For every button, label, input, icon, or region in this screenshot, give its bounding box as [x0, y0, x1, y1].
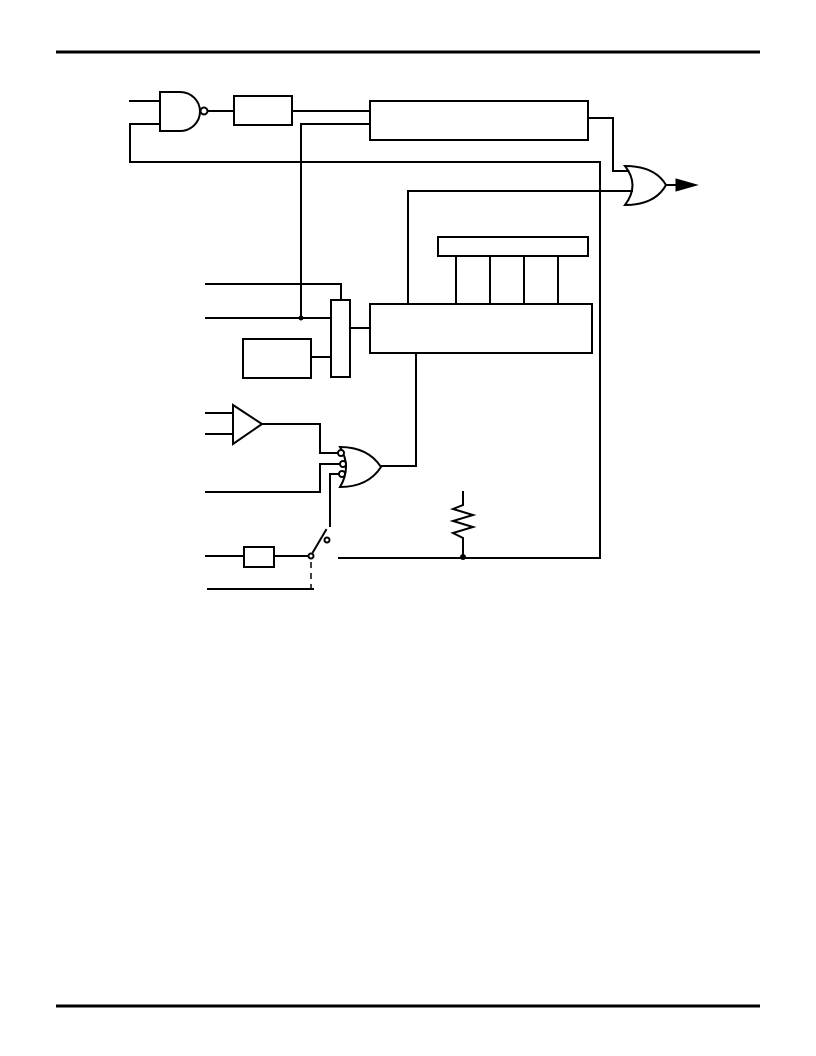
block-5: [242, 338, 312, 379]
buffer-output-wire: [261, 423, 338, 454]
feedback-wire: [129, 123, 601, 559]
block-2-tap-wire: [300, 123, 371, 319]
inverter-bubble-1: [337, 449, 345, 457]
block-3-input-wire: [380, 352, 417, 467]
arrow-icon: [675, 178, 699, 192]
buffer-gate-icon: [232, 403, 264, 446]
or-gate-icon: [622, 164, 668, 207]
or-gate-icon: [338, 445, 383, 489]
resistor-icon: [449, 491, 477, 558]
switch-icon: [311, 528, 328, 554]
multiplexer: [330, 299, 351, 378]
block-2-output-wire: [587, 117, 631, 172]
nand-inverter-bubble: [199, 106, 209, 116]
nand-gate-icon: [159, 91, 201, 132]
or-input-wire-2: [205, 463, 341, 493]
junction-dot: [298, 315, 304, 321]
block-3-output-wire: [407, 190, 633, 305]
switch-contact: [323, 536, 331, 544]
block-1: [233, 95, 293, 126]
block-2: [369, 100, 589, 141]
or-input-wire-3: [329, 473, 340, 527]
block-3: [369, 303, 593, 354]
block-6: [243, 546, 275, 568]
mux-input-wire-1: [205, 283, 342, 301]
switch-pivot: [307, 552, 315, 560]
register-block: [437, 236, 589, 257]
